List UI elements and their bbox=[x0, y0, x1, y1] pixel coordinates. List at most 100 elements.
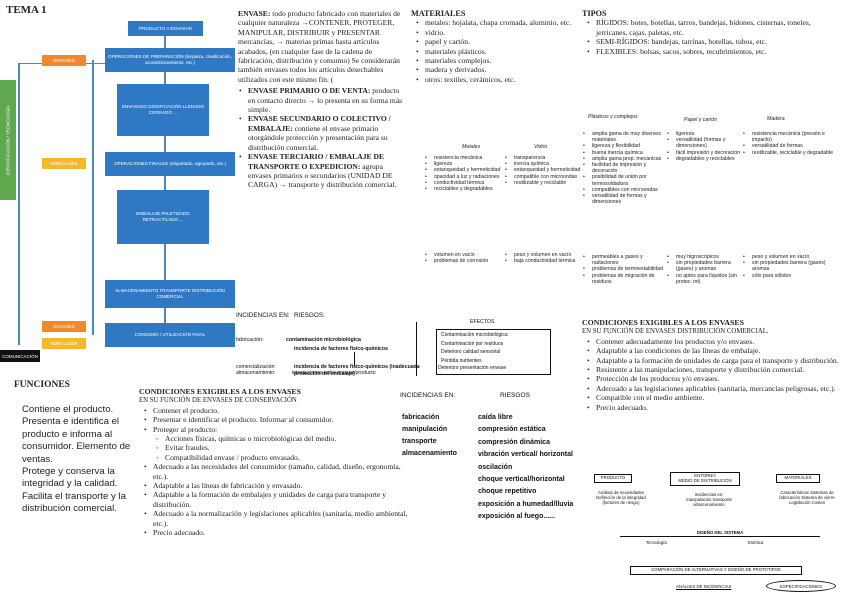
papel-cons: muy higroscópicossin propiedades barrera… bbox=[666, 254, 744, 285]
green-side-label: IDENTIFICACIÓN / TECNOLOGÍA bbox=[0, 80, 16, 200]
envase-type-item: ENVASE TERCIARIO / EMBALAJE DE TRANSPORT… bbox=[238, 152, 408, 190]
design-diagram: PRODUCTO ENTORNO MEDIO DE DISTRIBUCIÓN M… bbox=[590, 470, 844, 598]
flow-step-7: CONSUMO / UTILIZACIÓN FINAL bbox=[105, 323, 235, 347]
riesgos-head: RIESGOS: bbox=[294, 312, 325, 319]
tipo-item: FLEXIBLES: bolsas, sacos, sobres, recubr… bbox=[586, 47, 842, 57]
cond2-sub: EN SU FUNCIÓN DE ENVASES DISTRIBUCIÓN CO… bbox=[582, 328, 769, 336]
cond1-sub: EN SU FUNCIÓN DE ENVASES DE CONSERVACIÓN bbox=[139, 397, 297, 405]
flow-embalajes-tag-1: EMBALAJES bbox=[42, 158, 86, 169]
cond2-item: Protección de los productos y/o envases. bbox=[586, 374, 844, 384]
papel-pros: ligerezaversatilidad (formas y dimension… bbox=[666, 131, 744, 162]
efectos-head: EFECTOS bbox=[470, 319, 495, 325]
flow-envases-tag-2: ENVASES bbox=[42, 321, 86, 332]
cond1-item: Contener el producto. bbox=[143, 406, 409, 416]
flow-step-2: OPERACIONES DE PREPARACIÓN (limpieza, cl… bbox=[105, 48, 235, 72]
cond1-subitem: Compatibilidad envase / producto envasad… bbox=[155, 453, 409, 463]
cond1-heading: CONDICIONES EXIGIBLES A LOS ENVASES bbox=[139, 387, 301, 396]
metales-vidrio-table: Metales Vidrio resistencia mecánicaliger… bbox=[424, 144, 584, 320]
estetica-label: Estética bbox=[748, 540, 764, 545]
envase-type-item: ENVASE PRIMARIO O DE VENTA: producto en … bbox=[238, 86, 408, 114]
funcion-item: Facilita el transporte y la distribución… bbox=[22, 490, 126, 515]
flow-step-1: PRODUCTO A ENVASAR bbox=[128, 21, 203, 36]
metales-header: Metales bbox=[462, 144, 481, 150]
tipo-item: RÍGIDOS: botes, botellas, tarros, bandej… bbox=[586, 18, 842, 37]
materiales-box: MATERIALES bbox=[776, 474, 820, 483]
funciones-heading: FUNCIONES bbox=[14, 380, 70, 390]
funcion-item: Contiene el producto. bbox=[22, 404, 114, 415]
flow-step-5: EMBALAJE PALETIZADO RETRACTILADO ... bbox=[117, 190, 209, 244]
materiales-heading: MATERIALES bbox=[411, 9, 466, 18]
funciones-list: Contiene el producto. Presenta e identif… bbox=[22, 404, 142, 516]
cond1-item: Precio adecuado. bbox=[143, 528, 409, 538]
cond2-item: Adaptable a la formación de unidades de … bbox=[586, 356, 844, 366]
plasticos-table: Plásticos y complejos Papel y cartón Mad… bbox=[582, 114, 844, 314]
funcion-item: Protege y conserva la integridad y la ca… bbox=[22, 466, 118, 490]
flow-left-line bbox=[18, 63, 20, 345]
material-item: otros: textiles, cerámicos, etc. bbox=[415, 75, 576, 85]
entorno-box: ENTORNO MEDIO DE DISTRIBUCIÓN bbox=[670, 472, 740, 486]
condiciones-conservacion: CONDICIONES EXIGIBLES A LOS ENVASES EN S… bbox=[139, 387, 409, 538]
tecnologia-label: Tecnología bbox=[646, 540, 667, 545]
material-item: metales: hojalata, chapa cromada, alumin… bbox=[415, 18, 576, 28]
material-item: materiales plásticos. bbox=[415, 47, 576, 57]
flow-step-3: ENVASADO DOSIFICACIÓN LLENADO CERRADO ..… bbox=[117, 84, 209, 136]
vidrio-cons: peso y volumen en vacíobaja conductivida… bbox=[504, 252, 584, 265]
especificaciones-oval: ESPECIFICACIONES bbox=[766, 580, 836, 592]
materiales-section: MATERIALES metales: hojalata, chapa crom… bbox=[411, 9, 576, 85]
cond2-item: Adaptable a las condiciones de las línea… bbox=[586, 346, 844, 356]
material-item: materiales complejos. bbox=[415, 56, 576, 66]
materiales-notes: Características Sistemas de fabricación … bbox=[779, 490, 835, 506]
incidencias-comercializacion: comercialización: incidencia de factores… bbox=[236, 364, 507, 377]
madera-pros: resistencia mecánica (presión e impacto)… bbox=[742, 131, 844, 156]
cond1-subitem: Evitar fraudes. bbox=[155, 443, 409, 453]
cond2-item: Precio adecuado. bbox=[586, 403, 844, 413]
diseno-label: DISEÑO DEL SISTEMA bbox=[696, 530, 744, 535]
bracket-line bbox=[416, 322, 417, 376]
comparacion-box: COMPARACIÓN DE ALTERNATIVAS Y DISEÑO DE … bbox=[630, 566, 802, 575]
flow-embalajes-tag-2: EMBALAJES bbox=[42, 338, 86, 349]
condiciones-distribucion: CONDICIONES EXIGIBLES A LOS ENVASES EN S… bbox=[582, 318, 844, 412]
incidencias-head: INCIDENCIAS EN: bbox=[236, 312, 290, 319]
madera-cons: peso y volumen en vacíosin propiedades b… bbox=[742, 254, 844, 279]
cond2-item: Adecuado a las legislaciones aplicables … bbox=[586, 384, 844, 394]
cond1-item: Adaptable a las líneas de fabricación y … bbox=[143, 481, 409, 491]
plasticos-pros: amplia gama de muy diversos materialesli… bbox=[582, 131, 668, 205]
flow-envases-tag-1: ENVASES bbox=[42, 55, 86, 66]
cond2-item: Contener adecuadamente los productos y/o… bbox=[586, 337, 844, 347]
flow-mid-line bbox=[92, 60, 94, 335]
flow-main-line bbox=[164, 33, 166, 338]
cond2-item: Compatible con el medio ambiente. bbox=[586, 393, 844, 403]
papel-header: Papel y cartón bbox=[684, 117, 718, 123]
metales-cons: volumen en vacíoproblemas de corrosión bbox=[424, 252, 506, 265]
envase-definition: todo producto fabricado con materiales d… bbox=[238, 9, 401, 84]
envase-term: ENVASE: bbox=[238, 9, 271, 18]
flow-step-4: OPERACIONES FINALES (etiquetado, agrupad… bbox=[105, 152, 235, 176]
cond1-item: Adecuado a la normalización y legislacio… bbox=[143, 509, 409, 528]
material-item: papel y cartón. bbox=[415, 37, 576, 47]
flow-step-6: ALMACENAMIENTO TRANSPORTE DISTRIBUCIÓN C… bbox=[105, 280, 235, 308]
envase-section: ENVASE: todo producto fabricado con mate… bbox=[238, 9, 408, 190]
vidrio-header: Vidrio bbox=[534, 144, 548, 150]
plasticos-cons: permeables a gases y radiacionesproblema… bbox=[582, 254, 668, 285]
cond1-item: Proteger al producto: bbox=[143, 425, 409, 435]
arrow-line bbox=[354, 352, 355, 366]
vidrio-pros: transparenciainercia químicaestanqueidad… bbox=[504, 155, 584, 186]
tipos-section: TIPOS RÍGIDOS: botes, botellas, tarros, … bbox=[582, 9, 842, 56]
cond1-item: Presentar e identificar el producto. Inf… bbox=[143, 415, 409, 425]
cond1-subitem: Acciones físicas, químicas o microbiológ… bbox=[155, 434, 409, 444]
incidencias-riesgos-efectos: INCIDENCIAS EN: RIESGOS: EFECTOS fabrica… bbox=[236, 312, 581, 390]
efectos-box: Contaminación microbiológica Contaminaci… bbox=[436, 329, 551, 375]
funcion-item: Presenta e identifica el producto e info… bbox=[22, 416, 131, 465]
material-item: vidrio. bbox=[415, 28, 576, 38]
metales-pros: resistencia mecánicaligerezaestanqueidad… bbox=[424, 155, 506, 192]
analisis-label: ANÁLISIS DE INCIDENCIAS bbox=[676, 584, 732, 589]
madera-header: Madera bbox=[767, 116, 785, 122]
cond1-item: Adecuado a las necesidades del consumido… bbox=[143, 462, 409, 481]
entorno-notes: Incidencias en: manipulación transporte … bbox=[686, 492, 732, 508]
producto-notes: Análisis de necesidades Definición de la… bbox=[596, 490, 646, 506]
diagram-line bbox=[620, 536, 820, 537]
black-side-label: COMUNICACIÓN bbox=[0, 350, 40, 362]
